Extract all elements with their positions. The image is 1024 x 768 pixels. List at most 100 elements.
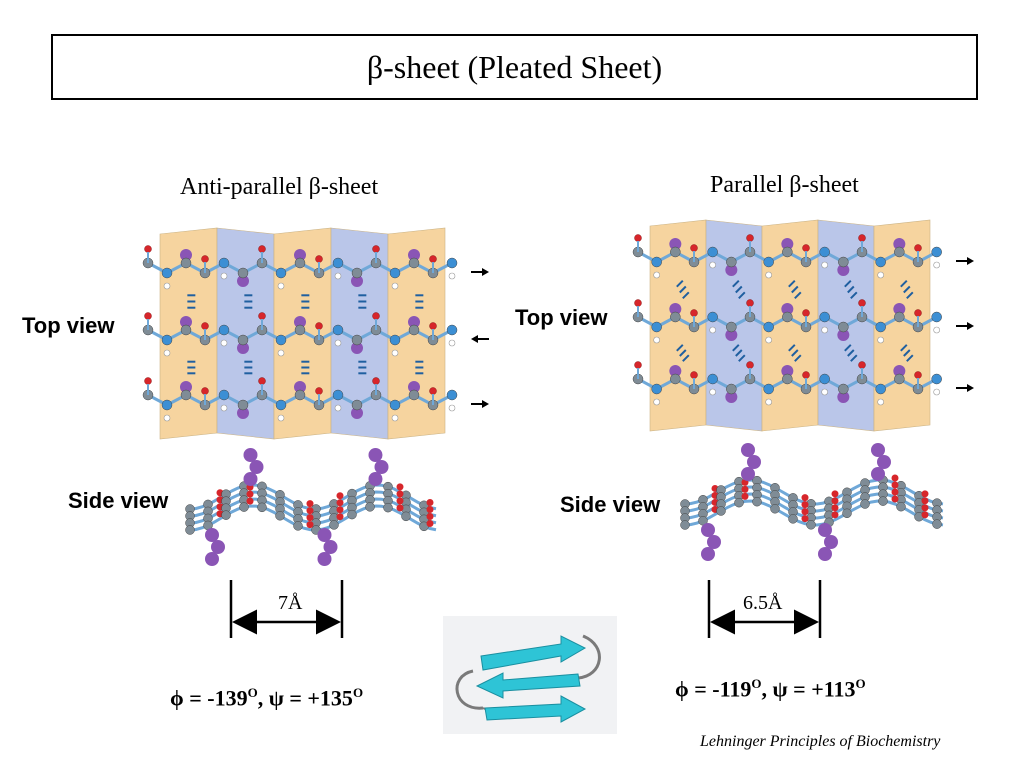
side-chain-atom (249, 460, 264, 474)
side-view-oxygen (891, 474, 899, 482)
side-view-oxygen (396, 490, 404, 498)
hydrogen-bond (732, 279, 740, 288)
hydrogen-bond (788, 344, 796, 352)
side-view-oxygen (336, 506, 344, 514)
backbone-atom (294, 389, 306, 401)
hydrogen-atom (448, 272, 456, 280)
antiparallel-angles: ϕ = -139O, ψ = +135O (170, 685, 363, 711)
pleat-panel (873, 219, 931, 432)
backbone-atom (180, 257, 192, 269)
side-chain-atom (374, 460, 389, 474)
side-view-oxygen (426, 520, 434, 528)
side-chain-atom (180, 249, 192, 261)
hydrogen-bond (682, 291, 690, 300)
side-chain-atom (351, 342, 363, 354)
side-view-oxygen (741, 485, 749, 493)
hydrogen-bond (900, 344, 908, 352)
side-view-oxygen (426, 506, 434, 514)
backbone-atom (408, 324, 420, 336)
backbone-atom (763, 383, 774, 395)
backbone-atom (782, 246, 793, 258)
parallel-spacing-bracket (707, 580, 822, 638)
side-view-atom (896, 501, 906, 512)
side-view-oxygen (396, 504, 404, 512)
backbone-atom (408, 257, 420, 269)
side-chain-atom (180, 316, 192, 328)
side-chain-atom (818, 547, 832, 561)
hydrogen-atom (765, 336, 772, 344)
side-view-oxygen (426, 499, 434, 507)
hydrogen-atom (709, 261, 716, 269)
hydrogen-atom (448, 339, 456, 347)
backbone-atom (838, 321, 849, 333)
hydrogen-atom (709, 326, 716, 334)
backbone-atom (670, 373, 681, 385)
backbone-atom (819, 246, 830, 258)
side-view-oxygen (306, 514, 314, 522)
oxygen-atom (690, 371, 698, 379)
side-view-atom (734, 497, 744, 508)
hydrogen-bond (676, 344, 684, 352)
oxygen-atom (429, 322, 437, 330)
backbone-atom (726, 383, 737, 395)
hydrogen-atom (821, 388, 828, 396)
backbone-atom (875, 321, 886, 333)
side-view-atom (275, 511, 285, 521)
oxygen-atom (690, 244, 698, 252)
backbone-atom (389, 334, 401, 346)
side-view-atom (329, 520, 339, 530)
side-view-atom (860, 499, 870, 509)
side-view-oxygen (891, 488, 899, 496)
backbone-atom (819, 311, 830, 323)
side-view-atom (383, 502, 393, 513)
oxygen-atom (746, 234, 754, 242)
oxygen-atom (201, 322, 209, 330)
side-view-oxygen (246, 490, 254, 498)
side-view-oxygen (426, 513, 434, 521)
hydrogen-bond (791, 349, 799, 357)
side-view-oxygen (801, 494, 809, 502)
side-view-atom (185, 525, 195, 535)
side-chain-atom (669, 238, 682, 250)
antiparallel-top-view-diagram (142, 227, 489, 440)
side-chain-atom (243, 448, 258, 462)
backbone-atom (931, 246, 942, 258)
backbone-atom (218, 324, 230, 336)
backbone-atom (180, 389, 192, 401)
parallel-phi: ϕ = -119 (675, 676, 752, 702)
backbone-atom (894, 311, 905, 323)
side-chain-atom (323, 540, 338, 554)
hydrogen-atom (277, 414, 285, 422)
side-chain-atom (725, 391, 738, 403)
backbone-atom (931, 373, 942, 385)
side-chain-atom (837, 329, 850, 341)
oxygen-atom (858, 234, 866, 242)
oxygen-atom (634, 299, 642, 307)
side-chain-atom (368, 448, 383, 462)
side-view-atom (401, 511, 411, 522)
hydrogen-bond (679, 285, 687, 294)
parallel-title: Parallel β-sheet (710, 172, 859, 198)
backbone-atom (161, 267, 173, 279)
antiparallel-psi-unit: O (352, 685, 364, 700)
side-view-oxygen (891, 495, 899, 503)
hydrogen-bond (906, 291, 914, 300)
hydrogen-atom (765, 398, 772, 406)
oxygen-atom (802, 244, 810, 252)
hydrogen-bond (682, 354, 690, 362)
side-chain-atom (669, 303, 682, 315)
antiparallel-spacing-value: 7Å (278, 592, 303, 614)
side-view-oxygen (246, 497, 254, 505)
side-view-oxygen (831, 497, 839, 505)
backbone-atom (389, 399, 401, 411)
hydrogen-bond (906, 354, 914, 362)
side-view-atom (347, 509, 357, 520)
side-chain-atom (818, 523, 832, 537)
side-chain-atom (781, 303, 794, 315)
hydrogen-bond (850, 291, 858, 300)
side-view-oxygen (801, 501, 809, 509)
antiparallel-side-view-label: Side view (68, 488, 169, 513)
side-chain-atom (893, 238, 906, 250)
oxygen-atom (914, 371, 922, 379)
backbone-atom (275, 334, 287, 346)
